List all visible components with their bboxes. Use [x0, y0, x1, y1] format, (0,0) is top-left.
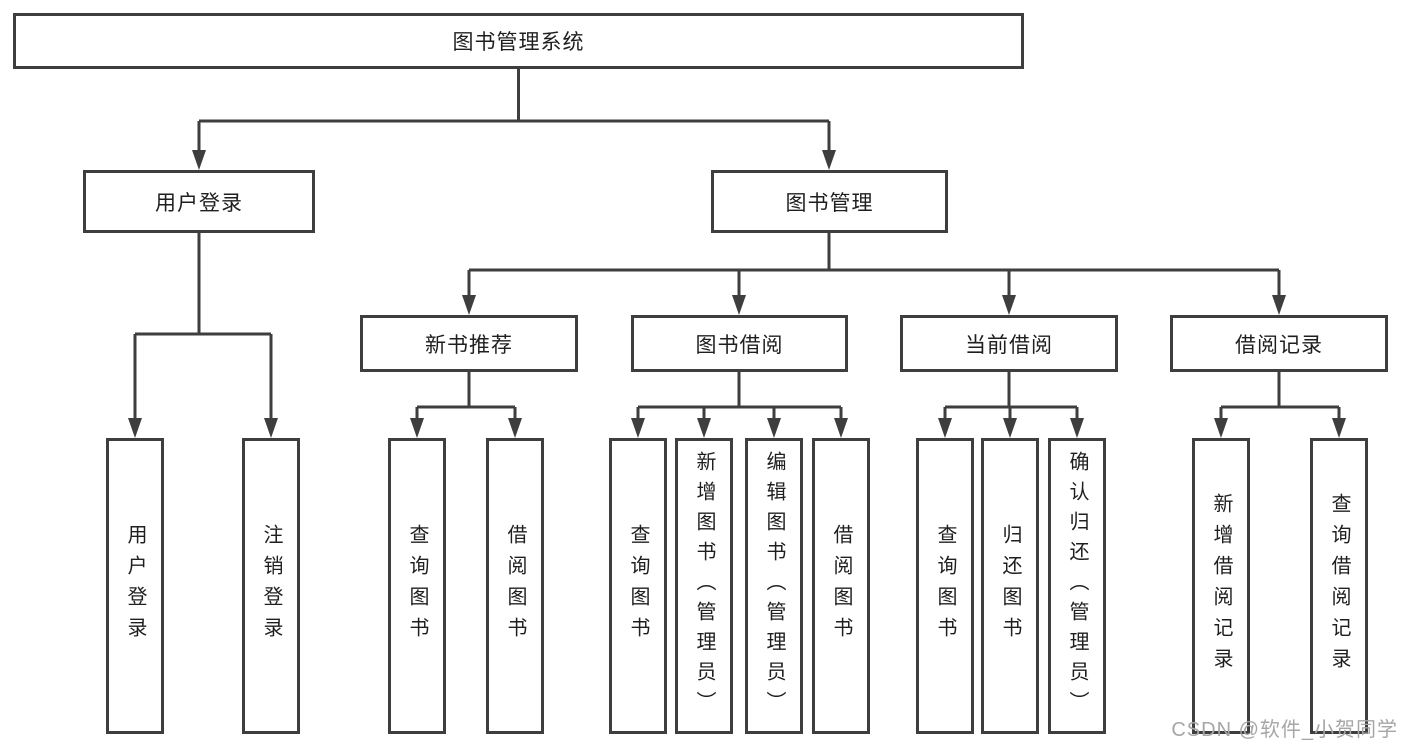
leaf-label: 归还图书: [999, 524, 1021, 648]
leaf-label: 查询借阅记录: [1328, 493, 1350, 679]
node-label: 图书借阅: [695, 333, 784, 357]
connector-paths: [133, 69, 1341, 421]
leaf-label: 查询图书: [627, 524, 649, 648]
leaf-borrow-books: 借阅图书: [812, 438, 870, 734]
leaf-confirm-return-admin: 确认归还（管理员）: [1048, 438, 1106, 734]
leaf-label: 新增借阅记录: [1210, 493, 1232, 679]
node-book-borrowing: 图书借阅: [631, 315, 848, 372]
leaf-edit-books-admin: 编辑图书（管理员）: [745, 438, 803, 734]
leaf-label: 用户登录: [124, 524, 146, 648]
leaf-label: 编辑图书（管理员）: [763, 451, 785, 721]
leaf-add-borrow-record: 新增借阅记录: [1192, 438, 1250, 734]
leaf-label: 借阅图书: [830, 524, 852, 648]
node-label: 借阅记录: [1235, 333, 1323, 357]
leaf-query-borrow-record: 查询借阅记录: [1310, 438, 1368, 734]
arrowheads: [128, 150, 1346, 438]
node-label: 当前借阅: [965, 333, 1053, 357]
leaf-label: 借阅图书: [504, 524, 526, 648]
node-current-borrowing: 当前借阅: [900, 315, 1118, 372]
node-label: 用户登录: [155, 191, 243, 215]
node-label: 图书管理: [785, 191, 874, 215]
leaf-query-books-recommend: 查询图书: [388, 438, 446, 734]
leaf-logout: 注销登录: [242, 438, 300, 734]
leaf-user-login: 用户登录: [106, 438, 164, 734]
node-borrowing-records: 借阅记录: [1170, 315, 1388, 372]
node-new-book-recommend: 新书推荐: [360, 315, 578, 372]
leaf-query-books-borrowing: 查询图书: [609, 438, 667, 734]
leaf-label: 查询图书: [406, 524, 428, 648]
node-label: 新书推荐: [425, 333, 513, 357]
leaf-label: 新增图书（管理员）: [693, 451, 715, 721]
node-label: 图书管理系统: [452, 31, 585, 54]
csdn-watermark: CSDN @软件_小贺同学: [1171, 719, 1398, 741]
node-library-system: 图书管理系统: [13, 13, 1024, 69]
leaf-borrow-books-recommend: 借阅图书: [486, 438, 544, 734]
node-book-management: 图书管理: [711, 170, 948, 233]
leaf-query-books-current: 查询图书: [916, 438, 974, 734]
leaf-return-books: 归还图书: [981, 438, 1039, 734]
node-user-login: 用户登录: [83, 170, 315, 233]
leaf-label: 确认归还（管理员）: [1066, 451, 1088, 721]
leaf-label: 注销登录: [260, 524, 282, 648]
leaf-label: 查询图书: [934, 524, 956, 648]
leaf-add-books-admin: 新增图书（管理员）: [675, 438, 733, 734]
